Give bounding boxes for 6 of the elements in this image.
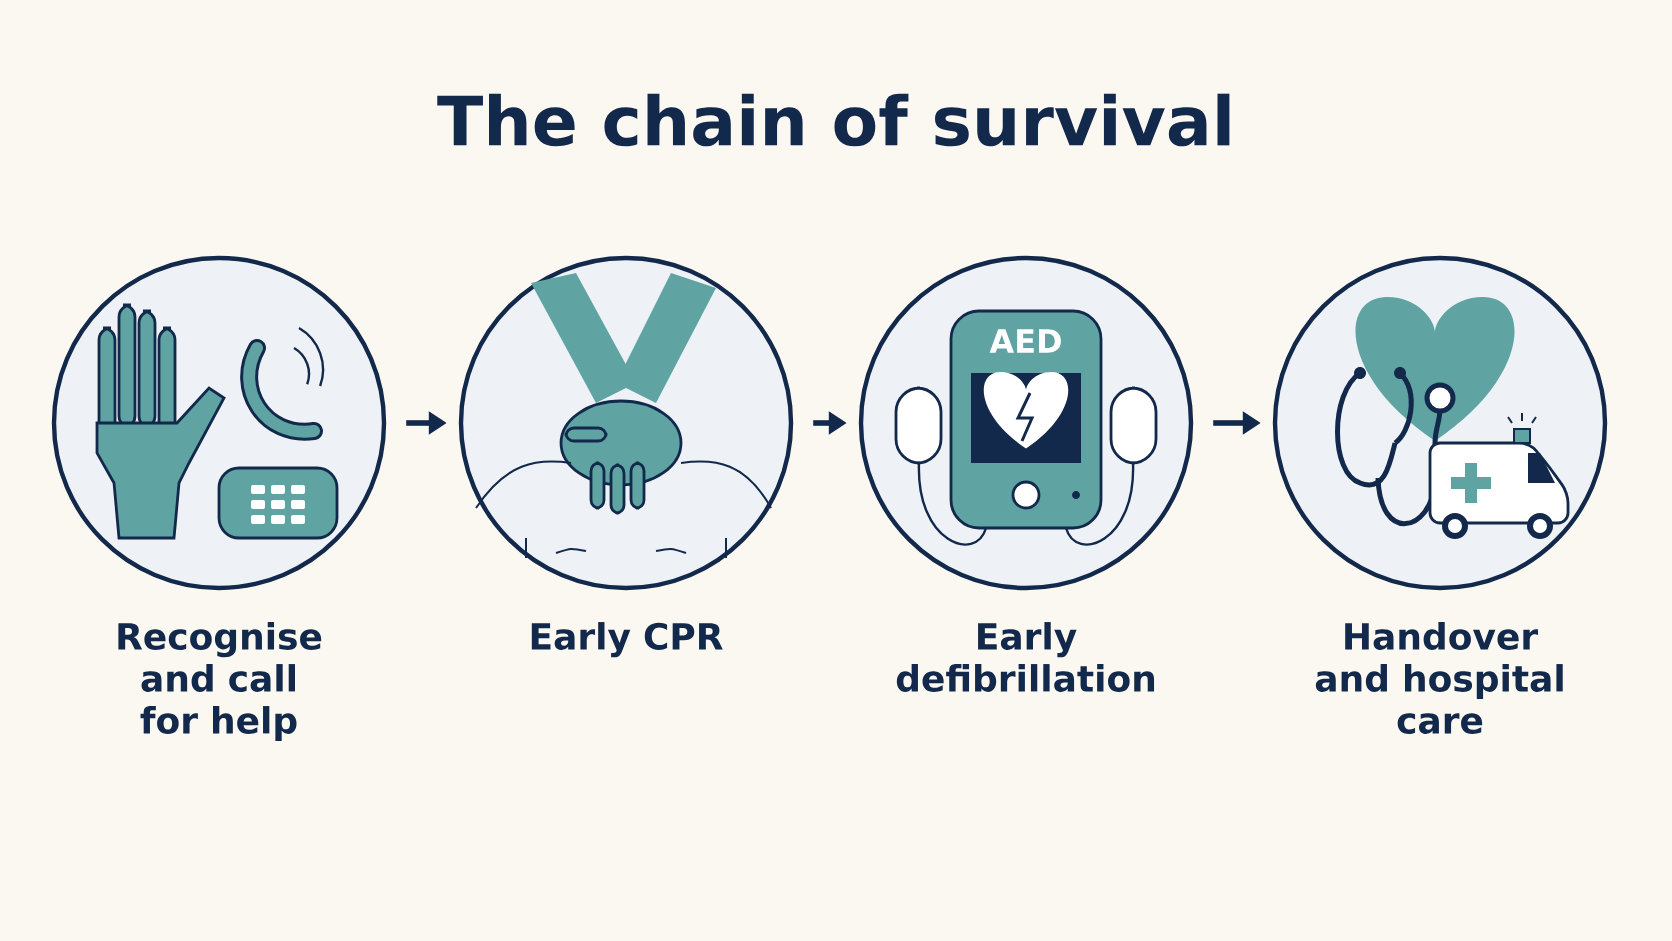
title: The chain of survival [437, 93, 1230, 147]
device-text: AED [989, 329, 1061, 353]
step-label: Recognise and call for help [118, 622, 322, 741]
step-label: Early defibrillation [896, 622, 1155, 692]
step-label: Early CPR [531, 622, 723, 658]
step-label: Handover and hospital care [1315, 622, 1563, 734]
